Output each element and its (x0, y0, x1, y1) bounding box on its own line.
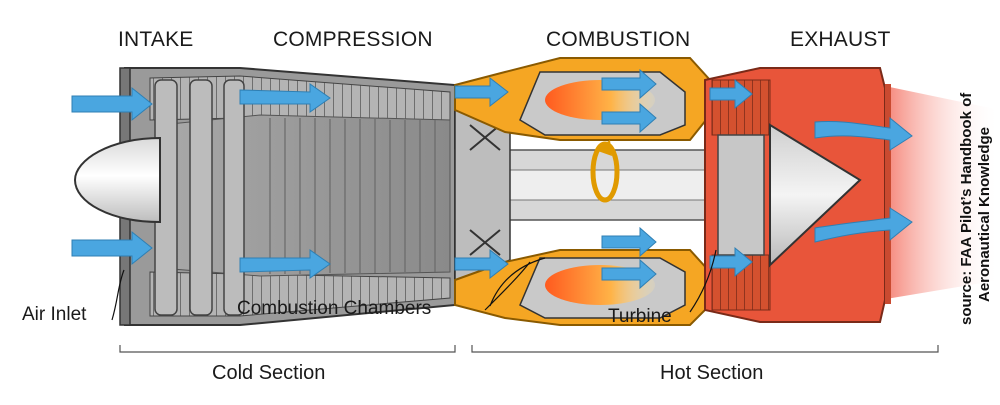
hot-section-bracket (471, 345, 939, 353)
turbine-disc (717, 134, 765, 256)
source-credit-line-1: source: FAA Pilot’s Handbook of (958, 92, 975, 325)
callout-leaders (111, 249, 717, 321)
airflow-arrow-icon (814, 207, 913, 243)
airflow-arrow-icon (71, 230, 153, 266)
section-label-cold: Cold Section (212, 362, 326, 384)
stage-label-combustion: COMBUSTION (546, 28, 691, 51)
section-label-hot: Hot Section (660, 362, 764, 384)
cold-section-bracket (119, 345, 456, 353)
airflow-arrow-icon (814, 116, 913, 151)
stage-label-intake: INTAKE (118, 28, 194, 51)
airflow-arrow-icon (601, 226, 657, 258)
airflow-arrow-icon (709, 78, 753, 110)
callout-air-inlet: Air Inlet (22, 304, 87, 325)
airflow-arrow-icon (601, 102, 657, 134)
airflow-arrow-icon (239, 83, 331, 113)
nose-cone (73, 136, 161, 224)
exhaust-tail-cone (769, 123, 862, 268)
airflow-arrow-icon (454, 248, 509, 280)
compressor-stage-lines (269, 118, 436, 274)
stage-label-compression: COMPRESSION (273, 28, 433, 51)
rotation-arrow-icon (590, 140, 620, 203)
intake-fan-stages (154, 79, 245, 316)
callout-combustion-chambers: Combustion Chambers (237, 298, 432, 319)
airflow-arrows (71, 68, 913, 290)
airflow-arrow-icon (709, 246, 753, 278)
section-brackets (119, 345, 939, 353)
airflow-arrow-icon (71, 86, 153, 122)
callout-turbine: Turbine (608, 306, 672, 327)
airflow-arrow-icon (239, 249, 331, 279)
stage-label-exhaust: EXHAUST (790, 28, 891, 51)
airflow-arrow-icon (601, 258, 657, 290)
source-credit-line-2: Aeronautical Knowledge (976, 126, 993, 302)
airflow-arrow-icon (454, 76, 509, 108)
airflow-arrow-icon (601, 68, 657, 100)
exhaust-plume (880, 85, 1000, 300)
